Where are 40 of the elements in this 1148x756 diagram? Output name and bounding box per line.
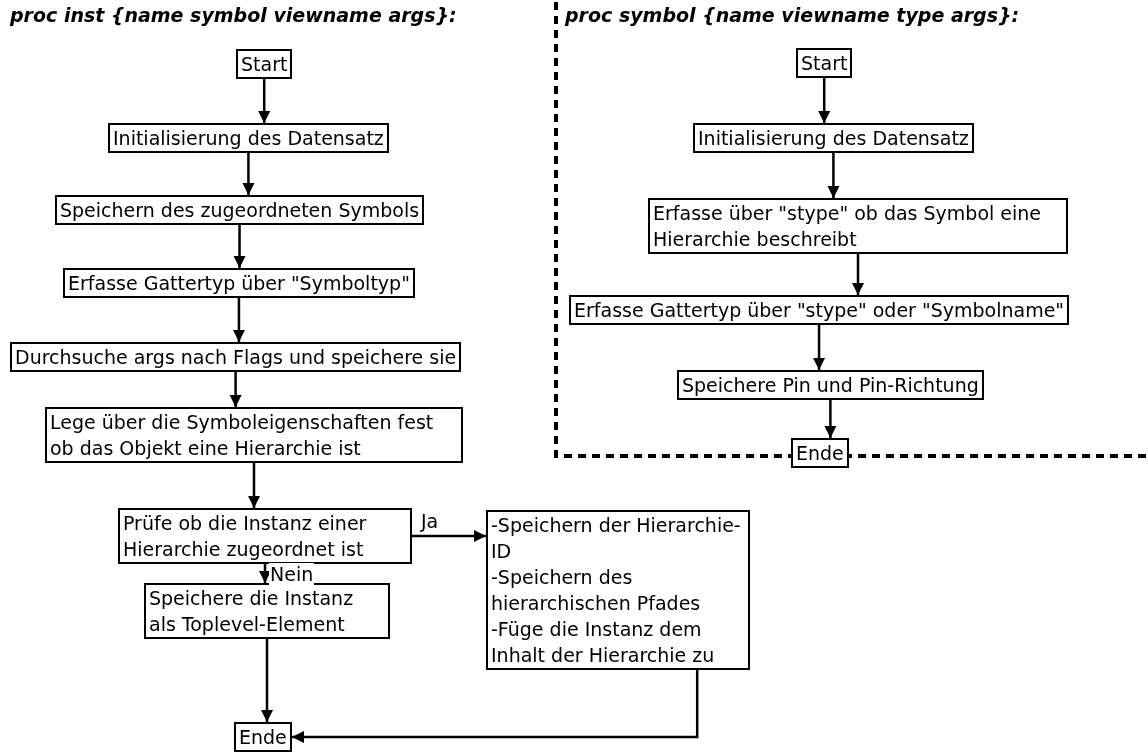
procedure-heading: proc inst {name symbol viewname args}:: [10, 4, 457, 26]
edge-label: Nein: [269, 562, 315, 585]
box-text: Speichere die Instanz als Toplevel-Element: [149, 586, 355, 637]
arrow: [824, 400, 837, 438]
box-text: Speichern des zugeordneten Symbols: [60, 198, 420, 223]
process-box: [118, 508, 412, 564]
box-text: -Speichern des hierarchischen Pfades: [491, 565, 702, 616]
arrow: [257, 79, 271, 123]
box-text: Erfasse Gattertyp über "Symboltyp": [68, 271, 410, 296]
process-box: [486, 510, 750, 670]
procedure-heading: proc symbol {name viewname type args}:: [565, 4, 1020, 26]
process-box: [45, 407, 463, 463]
arrow: [851, 254, 865, 295]
box-text: Erfasse über "stype" ob das Symbol eine Hierarchie beschreibt: [653, 201, 1043, 252]
box-text: Speichere Pin und Pin-Richtung: [682, 373, 979, 398]
arrow: [817, 78, 831, 123]
box-text: Lege über die Symboleigenschaften fest ob das Objekt eine Hierarchie ist: [50, 410, 435, 461]
arrow: [242, 153, 255, 195]
box-text: Start: [241, 52, 288, 77]
arrow: [229, 372, 242, 407]
process-box: [648, 198, 1068, 254]
arrow: [247, 463, 261, 508]
arrow: [291, 670, 699, 744]
arrow: [232, 298, 246, 342]
box-text: Initialisierung des Datensatz: [113, 126, 384, 151]
arrow: [812, 325, 826, 370]
box-text: Erfasse Gattertyp über "stype" oder "Symbolname": [574, 298, 1065, 323]
box-text: Ende: [796, 441, 844, 466]
arrow: [412, 529, 486, 543]
arrow: [827, 153, 840, 198]
box-text: -Füge die Instanz dem Inhalt der Hierarchie zu: [491, 617, 716, 668]
arrow: [233, 225, 246, 268]
box-text: Initialisierung des Datensatz: [698, 126, 969, 151]
box-text: -Speichern der Hierarchie-ID: [491, 513, 742, 564]
arrow: [260, 639, 274, 722]
process-box: [144, 583, 390, 639]
box-text: Durchsuche args nach Flags und speichere sie: [15, 345, 457, 370]
box-text: Ende: [239, 725, 287, 750]
box-text: Start: [801, 51, 848, 76]
box-text: Prüfe ob die Instanz einer Hierarchie zugeordnet ist: [123, 511, 368, 562]
